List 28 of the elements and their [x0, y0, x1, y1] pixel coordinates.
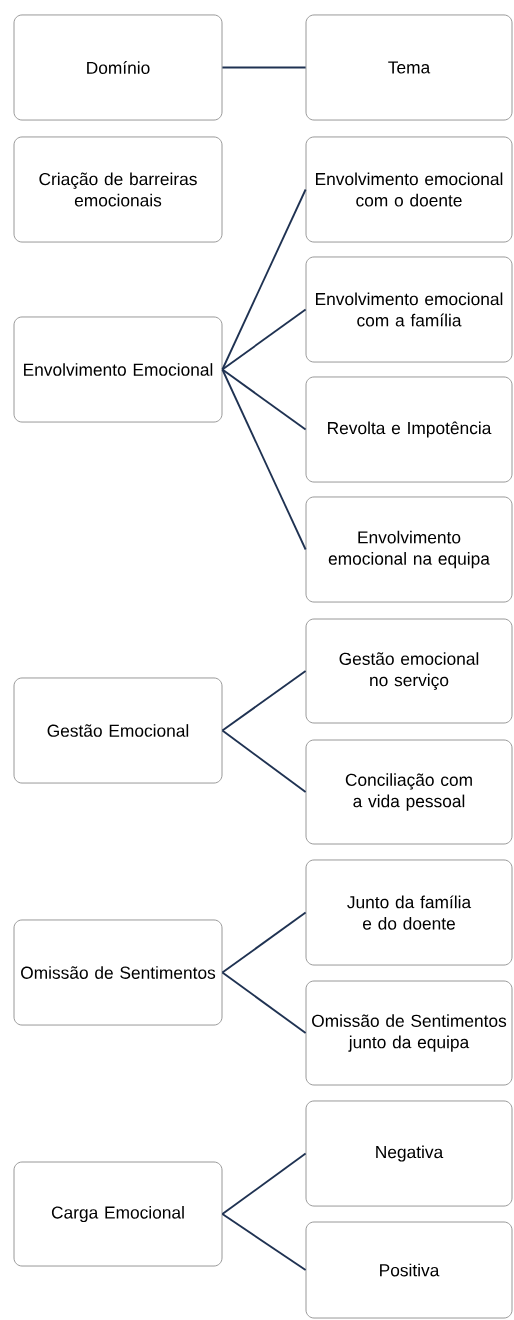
category-box: Positiva	[305, 1221, 513, 1319]
category-box: Criação de barreiras emocionais	[13, 136, 223, 243]
category-box: Envolvimento emocional com o doente	[305, 136, 513, 243]
category-box: Envolvimento emocional na equipa	[305, 496, 513, 603]
category-box: Junto da família e do doente	[305, 859, 513, 966]
connector-line	[221, 368, 307, 551]
category-box: Tema	[305, 14, 513, 121]
connector-line	[221, 1152, 307, 1215]
category-box: Gestão Emocional	[13, 677, 223, 784]
category-box: Omissão de Sentimentos junto da equipa	[305, 980, 513, 1086]
connector-line	[221, 670, 307, 732]
connector-line	[221, 911, 307, 974]
category-box: Carga Emocional	[13, 1161, 223, 1267]
category-box: Negativa	[305, 1100, 513, 1207]
category-box: Revolta e Impotência	[305, 376, 513, 483]
connector-line	[221, 66, 307, 69]
category-box: Gestão emocional no serviço	[305, 618, 513, 724]
connector-line	[221, 308, 307, 371]
connector-line	[221, 729, 307, 793]
category-box: Conciliação com a vida pessoal	[305, 739, 513, 845]
connector-line	[221, 971, 307, 1034]
connector-line	[221, 368, 307, 431]
connector-line	[221, 188, 307, 371]
category-box: Domínio	[13, 14, 223, 121]
connector-line	[221, 1213, 307, 1271]
category-box: Omissão de Sentimentos	[13, 919, 223, 1026]
category-box: Envolvimento Emocional	[13, 316, 223, 423]
category-box: Envolvimento emocional com a família	[305, 256, 513, 363]
